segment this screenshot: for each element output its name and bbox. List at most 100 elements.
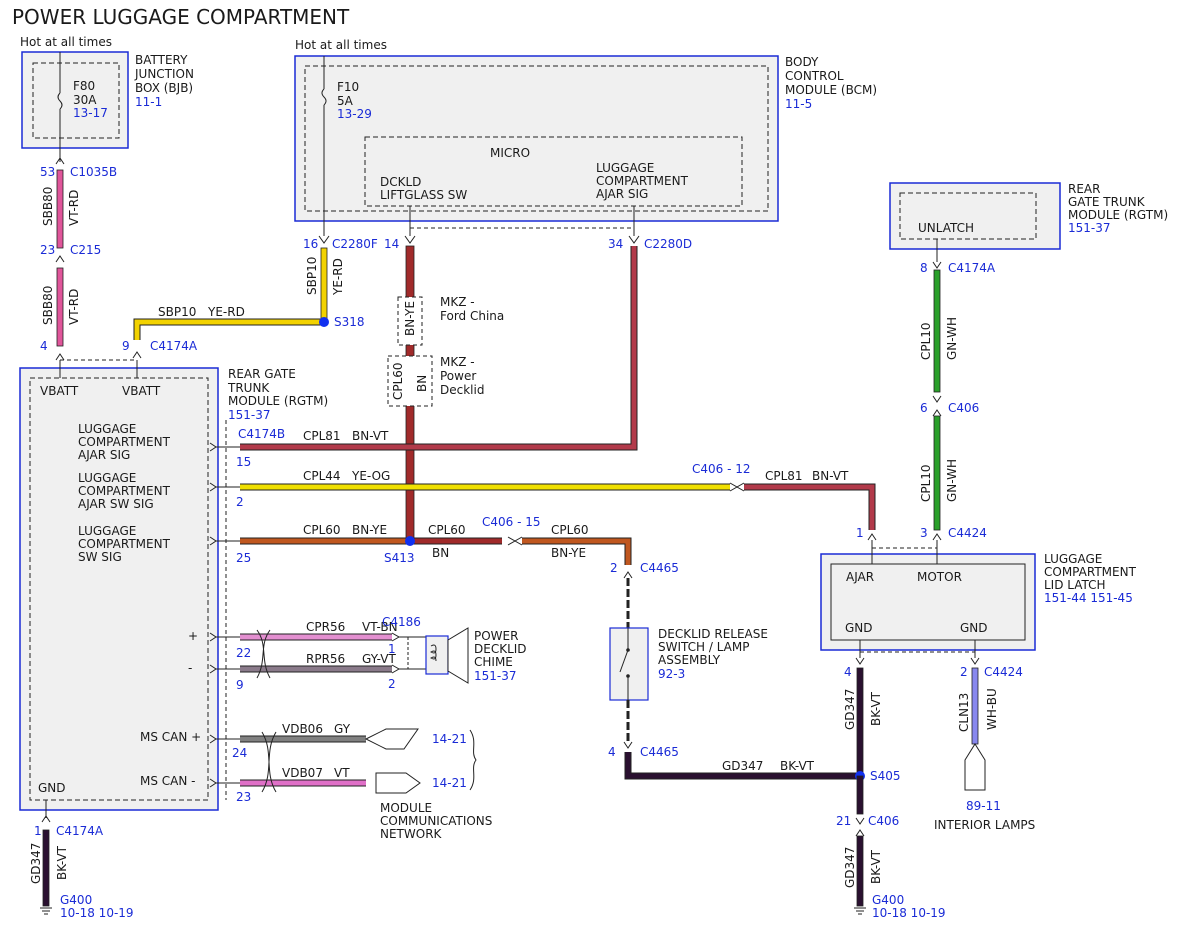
wire-gy-label: GY [334,722,351,736]
splice-s413-label: S413 [384,551,415,565]
latch-ref: 151-44 151-45 [1044,591,1133,605]
wire-chime: CPR56 VT-BN RPR56 GY-VT 22 9 C4186 1 2 [236,615,426,692]
rear-gate-trunk-module-top: UNLATCH REAR GATE TRUNK MODULE (RGTM) 15… [889,182,1168,269]
splice-s405-label: S405 [870,769,901,783]
bcm-name-1: BODY [785,55,819,69]
network-brace-icon [469,729,477,791]
chime-name-3: CHIME [474,655,513,669]
wire-vdb06-label: VDB06 [282,722,323,736]
connector-c4174a-top: C4174A [150,339,198,353]
wire-cpl60: 25 CPL60 BN-YE S413 CPL60 BN C406 - 15 C… [236,515,679,579]
wire-cpl60-label-2: CPL60 [428,523,466,537]
decklid-release-switch: DECKLID RELEASE SWITCH / LAMP ASSEMBLY 9… [608,578,768,759]
ground-g400-right: G400 [872,893,904,907]
bcm-name-2: CONTROL [785,69,844,83]
rgtm-name-2: TRUNK [227,381,270,395]
pin-ms-can-plus: MS CAN + [140,730,201,744]
wire-cpl44-label: CPL44 [303,469,341,483]
pin-34: 34 [608,237,623,251]
pin-1-latch: 1 [856,526,864,540]
rgtm-top-name-3: MODULE (RGTM) [1068,208,1168,222]
chime-name-2: DECKLID [474,642,527,656]
option-power-decklid-color: BN [415,375,429,392]
micro-label: MICRO [490,146,530,160]
pin-vbatt-2: VBATT [122,384,161,398]
connector-c2280d: C2280D [644,237,692,251]
pin-1-gnd: 1 [34,824,42,838]
switch-icon [619,649,629,673]
pin-24: 24 [232,746,247,760]
wire-bn-ye-label-2: BN-YE [551,546,586,560]
switch-name-3: ASSEMBLY [658,653,721,667]
rgtm-sig1-1: LUGGAGE [78,422,136,436]
option-mkz-china-color: BN-YE [403,301,417,336]
wire-vt-rd-label: VT-RD [67,190,81,226]
pin-16: 16 [303,237,318,251]
ground-g400-right-ref: 10-18 10-19 [872,906,946,920]
rgtm-sig1-2: COMPARTMENT [78,435,171,449]
pin-minus: - [188,661,192,675]
pin-22: 22 [236,646,251,660]
wire-sbb80-label-2: SBB80 [41,286,55,325]
bcm-pin-liftglass: LIFTGLASS SW [380,188,467,202]
pin-6: 6 [920,401,928,415]
wire-sbb80-upper: 53 C1035B SBB80 VT-RD 23 C215 SBB80 VT-R… [40,157,117,361]
connector-c406-12: C406 - 12 [692,462,751,476]
wire-gy-vt-label: GY-VT [362,652,396,666]
interior-lamps-connector-icon [964,743,986,791]
wire-ye-og-label: YE-OG [351,469,390,483]
pin-plus: + [188,629,198,643]
bjb-name-3: BOX (BJB) [135,81,193,95]
wire-bk-vt-label: BK-VT [55,845,69,880]
wire-gn-wh-label-2: GN-WH [945,459,959,502]
bjb-name-1: BATTERY [135,53,188,67]
wire-cpl60-label: CPL60 [303,523,341,537]
network-ref-1: 14-21 [432,732,467,746]
wire-cln13-label: CLN13 [957,693,971,732]
latch-pin-gnd-2: GND [960,621,988,635]
rgtm-top-name-1: REAR [1068,182,1100,196]
pin-3-latch: 3 [920,526,928,540]
pin-2-latch: 2 [960,665,968,679]
wire-cpl44: 2 CPL44 YE-OG C406 - 12 CPL81 BN-VT 1 [236,462,877,541]
hot-label-bjb: Hot at all times [20,35,112,49]
bcm-ref: 11-5 [785,97,812,111]
pin-9: 9 [122,339,130,353]
fuse-icon [57,92,63,110]
rgtm-name-1: REAR GATE [228,367,296,381]
option-power-decklid-2: Power [440,369,476,383]
wire-bn-label: BN [432,546,449,560]
switch-name-1: DECKLID RELEASE [658,627,768,641]
wire-gn-wh-label: GN-WH [945,317,959,360]
bcm-pin-luggage: LUGGAGE [596,161,654,175]
pin-23: 23 [40,243,55,257]
wire-ye-rd-label: YE-RD [331,258,345,296]
wire-sbp10-label: SBP10 [305,257,319,295]
connector-c4174b: C4174B [238,427,285,441]
ground-g400-left-ref: 10-18 10-19 [60,906,134,920]
rgtm-sig2-3: AJAR SW SIG [78,497,154,511]
pin-9-chime: 9 [236,678,244,692]
pin-2-switch: 2 [610,561,618,575]
rgtm-ref: 151-37 [228,408,271,422]
bcm-pin-ajar-sig: AJAR SIG [596,187,648,201]
pin-53: 53 [40,165,55,179]
splice-s318-label: S318 [334,315,365,329]
bjb-ref: 11-1 [135,95,162,109]
fuse-f80-ref: 13-17 [73,106,108,120]
connector-c4186: C4186 [382,615,421,629]
option-power-decklid-3: Decklid [440,383,484,397]
bcm-pin-compartment: COMPARTMENT [596,174,689,188]
wire-bn-vt-label-2: BN-VT [812,469,849,483]
network-name-3: NETWORK [380,827,443,841]
connector-c4174a-right: C4174A [948,261,996,275]
interior-lamps-ref: 89-11 [966,799,1001,813]
rgtm-name-3: MODULE (RGTM) [228,394,328,408]
wire-cpl10-label: CPL10 [919,322,933,360]
wire-gd347-label-4: GD347 [843,847,857,888]
pin-2-chime: 2 [388,677,396,691]
rgtm-sig2-2: COMPARTMENT [78,484,171,498]
network-ref-2: 14-21 [432,776,467,790]
wire-gd347-label: GD347 [29,843,43,884]
